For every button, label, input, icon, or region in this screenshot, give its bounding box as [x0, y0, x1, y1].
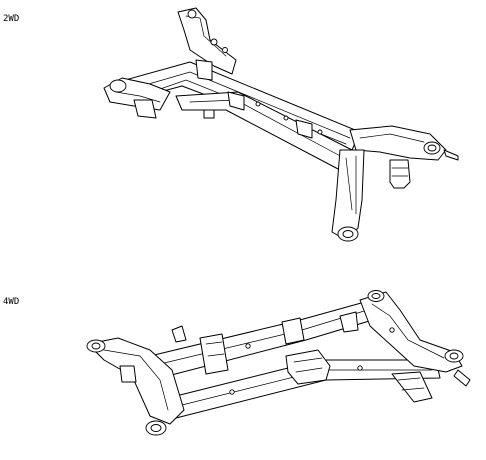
label-2wd: 2WD	[3, 14, 20, 24]
subframe-4wd-drawing	[86, 290, 471, 436]
label-4wd: 4WD	[3, 297, 20, 307]
subframe-2wd-drawing	[103, 7, 459, 242]
